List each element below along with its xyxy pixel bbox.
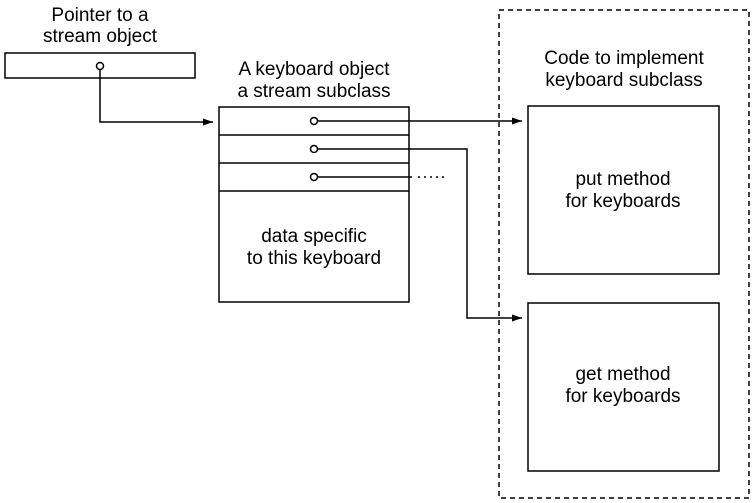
get-pointer-arrow	[318, 148, 522, 322]
slot1-dot	[309, 116, 319, 126]
code-label-line1: Code to implement	[544, 48, 704, 69]
put-box-line2: for keyboards	[565, 191, 680, 212]
pointer-arrow	[99, 70, 213, 126]
get-box-line1: get method	[575, 364, 670, 385]
put-box-line1: put method	[575, 169, 670, 190]
data-box-line2: to this keyboard	[247, 248, 381, 269]
object-label-line1: A keyboard object	[238, 59, 390, 80]
slot2-dot	[309, 144, 319, 154]
pointer-label-line1: Pointer to a	[51, 5, 149, 26]
data-box-line1: data specific	[261, 226, 367, 247]
object-label-line2: a stream subclass	[237, 81, 390, 102]
put-method-box	[527, 105, 720, 275]
pointer-label-line2: stream object	[43, 26, 158, 47]
code-label-line2: keyboard subclass	[545, 70, 702, 91]
pointer-origin-dot	[95, 61, 105, 71]
get-box-line2: for keyboards	[565, 386, 680, 407]
keyboard-object-box	[218, 106, 410, 303]
get-method-box	[527, 302, 720, 472]
slot3-dot	[309, 172, 319, 182]
